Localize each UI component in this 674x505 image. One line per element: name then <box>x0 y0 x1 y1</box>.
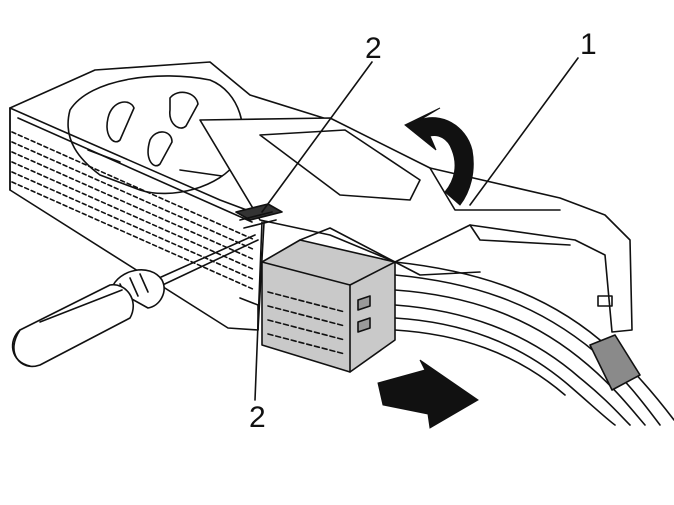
wire-harness <box>394 261 674 426</box>
locking-tab <box>235 203 283 229</box>
rotate-arrow <box>404 107 474 206</box>
pull-arrow <box>377 359 479 429</box>
plug-connector <box>261 227 396 373</box>
screwdriver <box>11 234 259 368</box>
callout-2-lower: 2 <box>249 401 266 434</box>
leader-lines <box>254 57 579 401</box>
callout-2-upper: 2 <box>365 32 382 65</box>
locking-lever <box>199 117 633 333</box>
callout-1: 1 <box>580 28 597 61</box>
